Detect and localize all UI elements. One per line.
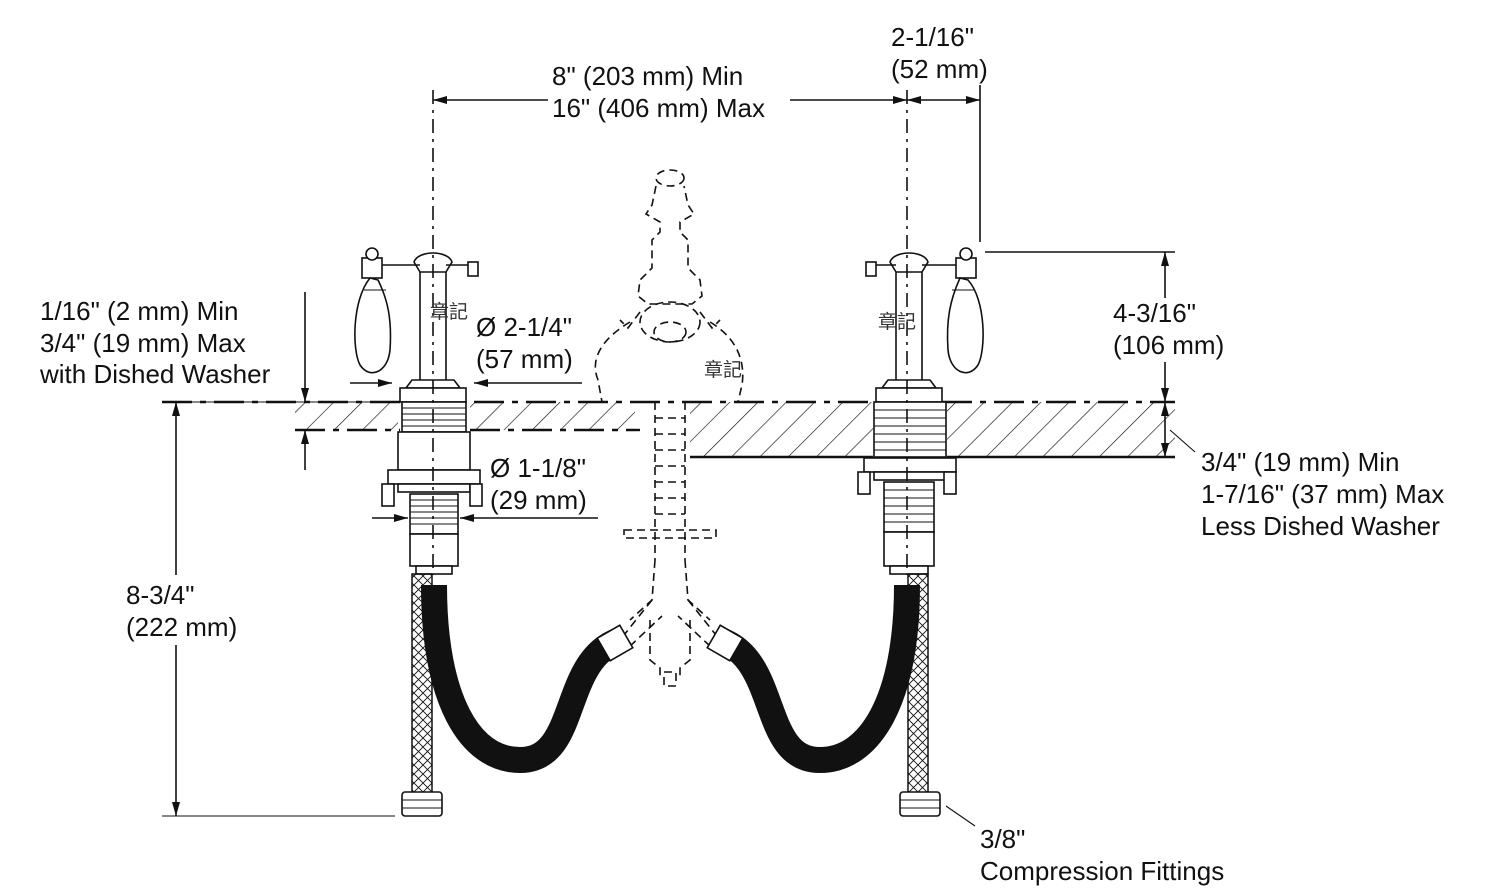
label-thickness-note: Less Dished Washer [1201, 511, 1440, 541]
label-handle-height: 4-3/16" [1113, 298, 1196, 328]
label-fitting-size: 3/8" [980, 824, 1025, 854]
right-valve [857, 90, 984, 575]
watermark-right: 章記 [878, 311, 916, 333]
label-handle-offset-mm: (52 mm) [891, 54, 988, 84]
label-spacing-max: 16" (406 mm) Max [552, 93, 765, 123]
label-handle-offset: 2-1/16" [891, 22, 974, 52]
dimension-labels: 8" (203 mm) Min 16" (406 mm) Max 2-1/16"… [39, 22, 1444, 886]
label-handle-height-mm: (106 mm) [1113, 330, 1224, 360]
countertop-section [162, 400, 1175, 460]
label-thickness-max: 1-7/16" (37 mm) Max [1201, 479, 1444, 509]
label-deck-max: 3/4" (19 mm) Max [40, 328, 246, 358]
dimension-lines [162, 85, 1196, 827]
label-shank-diameter: Ø 1-1/8" [490, 453, 586, 483]
supply-hoses [401, 573, 941, 817]
left-valve [354, 90, 483, 575]
label-shank-diameter-mm: (29 mm) [490, 485, 587, 515]
label-spacing-min: 8" (203 mm) Min [552, 61, 743, 91]
label-below-deck: 8-3/4" [126, 580, 195, 610]
watermark-left: 章記 [430, 301, 468, 323]
spout-outline [594, 169, 744, 687]
label-hole-diameter: Ø 2-1/4" [476, 312, 572, 342]
label-deck-min: 1/16" (2 mm) Min [40, 296, 239, 326]
label-hole-diameter-mm: (57 mm) [476, 344, 573, 374]
label-deck-note: with Dished Washer [39, 359, 271, 389]
watermark-center: 章記 [704, 359, 742, 381]
label-thickness-min: 3/4" (19 mm) Min [1201, 447, 1400, 477]
label-below-deck-mm: (222 mm) [126, 612, 237, 642]
watermarks: 章記 章記 章記 [430, 301, 916, 381]
label-fitting-type: Compression Fittings [980, 856, 1224, 886]
